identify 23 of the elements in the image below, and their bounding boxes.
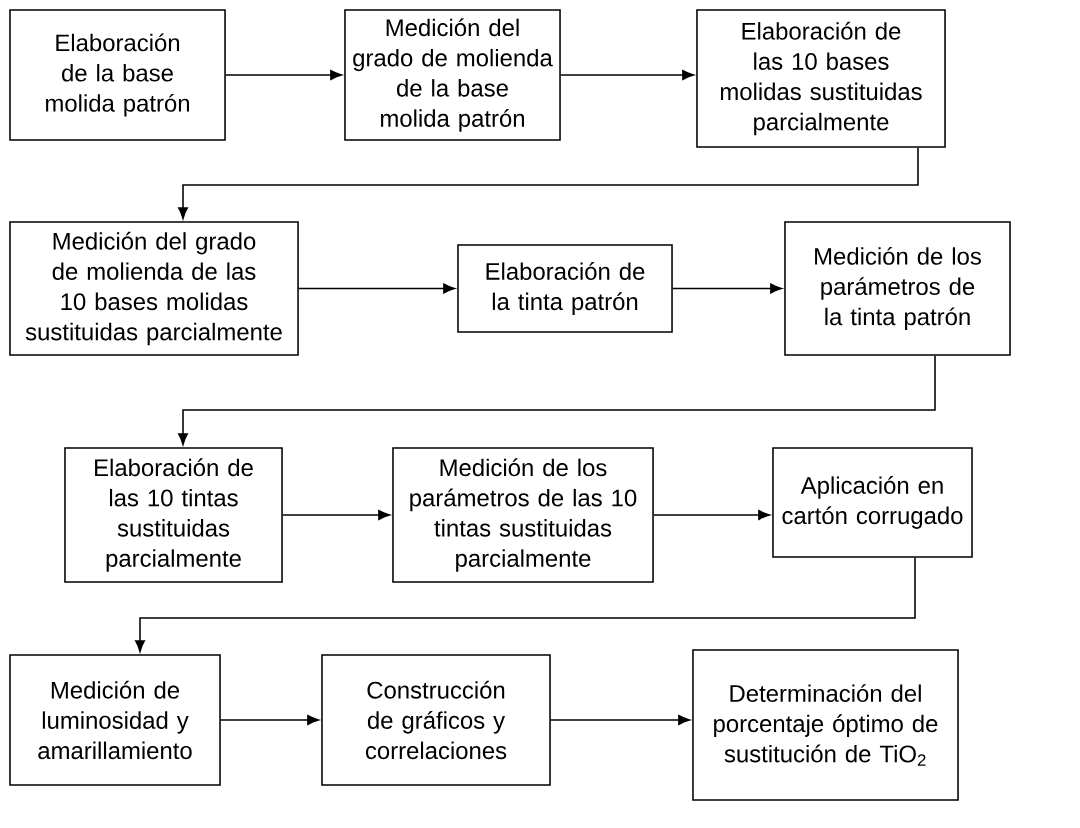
process-box: Medición de los parámetros de las 10 tintas sustituidas parcialmente	[392, 447, 654, 583]
process-box: Medición de luminosidad y amarillamiento	[9, 654, 221, 786]
process-box: Medición del grado de molienda de las 10 bases molidas sustituidas parcialmente	[9, 221, 299, 356]
arrow	[135, 557, 916, 652]
process-box: Medición de los parámetros de la tinta patrón	[784, 221, 1011, 356]
process-box: Elaboración de las 10 bases molidas sustituidas parcialmente	[696, 9, 946, 148]
arrow	[298, 283, 455, 294]
process-box: Medición del grado de molienda de la base molida patrón	[344, 9, 561, 141]
process-box: Construcción de gráficos y correlaciones	[321, 654, 551, 786]
process-box: Aplicación en cartón corrugado	[772, 447, 973, 558]
process-box: Elaboración de las 10 tintas sustituidas parcialmente	[64, 447, 283, 583]
arrow	[550, 715, 690, 725]
arrow	[560, 70, 694, 80]
process-box: Elaboración de la base molida patrón	[9, 9, 226, 141]
process-box: Determinación del porcentaje óptimo de sustitución de TiO$_{2}$	[692, 649, 959, 801]
arrow	[653, 510, 770, 520]
arrow	[220, 715, 319, 725]
arrow	[225, 70, 342, 80]
arrow	[282, 510, 390, 520]
arrow	[178, 147, 919, 219]
arrow	[672, 283, 782, 294]
process-box: Elaboración de la tinta patrón	[457, 244, 673, 333]
arrow	[178, 355, 936, 445]
